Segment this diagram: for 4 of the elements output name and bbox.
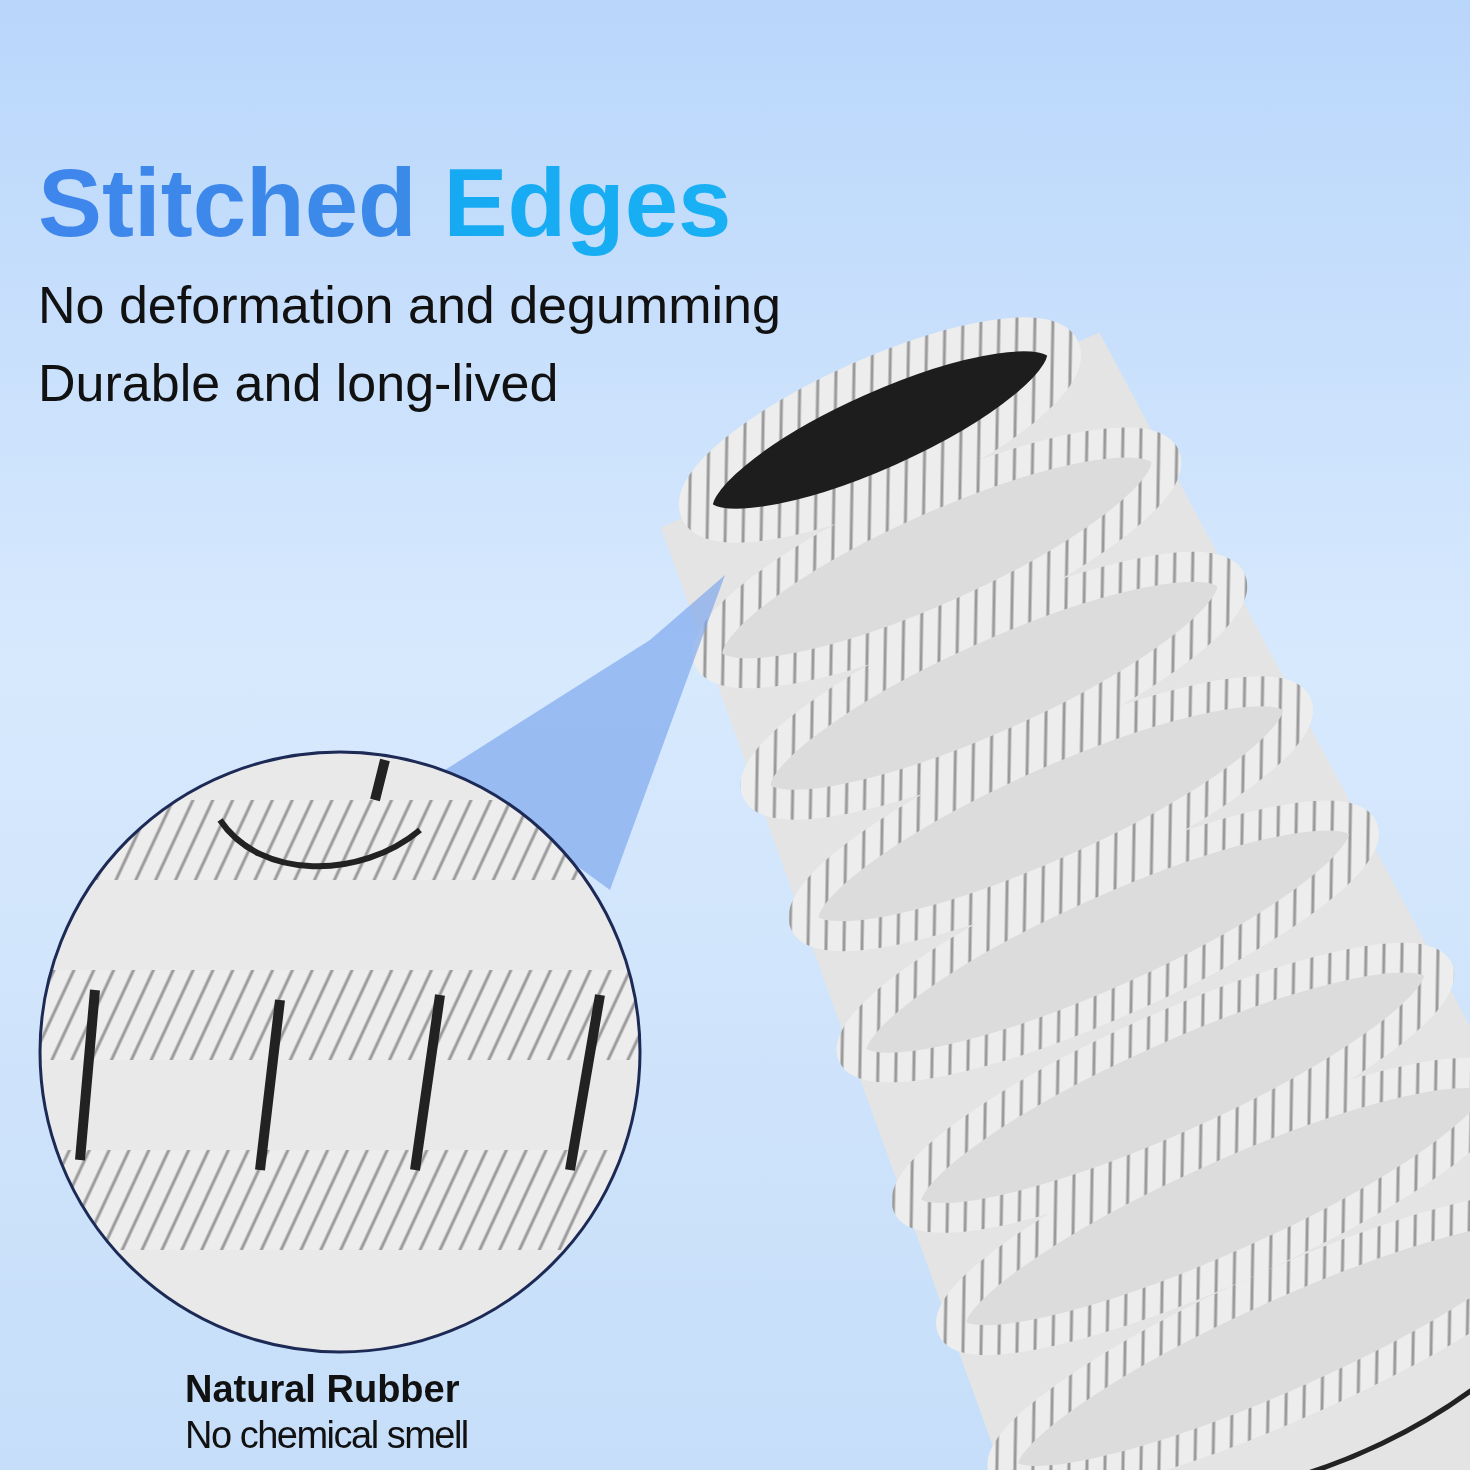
callout-heading: Natural Rubber (185, 1368, 460, 1411)
feature-text: No deformation and degumming (38, 275, 781, 335)
callout-text: No chemical smell (185, 1414, 468, 1457)
feature-text: Durable and long-lived (38, 353, 559, 413)
